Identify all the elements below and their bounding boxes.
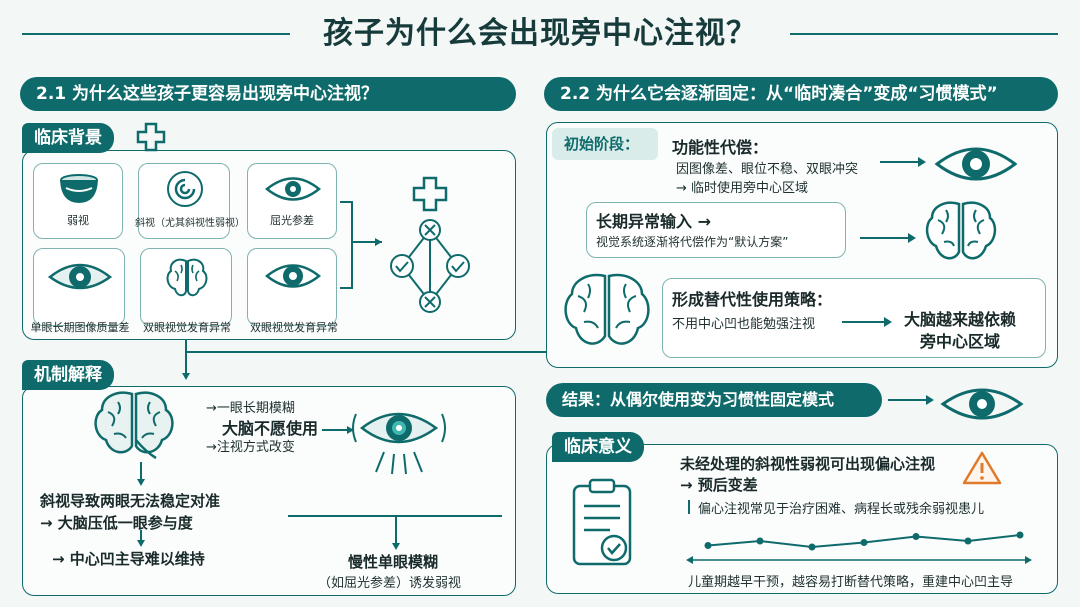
- stage2-title: 长期异常输入 →: [596, 212, 711, 231]
- bullet-bar: [688, 500, 690, 514]
- stage3-result-2: 旁中心区域: [920, 332, 1001, 351]
- right-arrow: [860, 233, 916, 243]
- slow-line-2: （如屈光参差）诱发弱视: [318, 576, 462, 591]
- trend-arrow-left: [686, 556, 693, 564]
- strab-line-3: → 中心凹主导难以维持: [52, 550, 205, 568]
- brain-icon: [564, 273, 650, 345]
- section-header-2-1: 2.1 为什么这些孩子更容易出现旁中心注视？: [20, 77, 516, 111]
- trend-arrow-right: [1025, 556, 1032, 564]
- card-anisometropia: 屈光参差: [247, 163, 337, 239]
- spiral-eye-icon: [167, 171, 203, 207]
- brain-icon: [166, 258, 208, 297]
- trend-point: [964, 537, 972, 545]
- bowl-icon: [60, 174, 98, 204]
- sig-line-2: → 预后变差: [680, 476, 758, 494]
- eye-scan-icon: [322, 412, 446, 475]
- trend-point: [1016, 531, 1024, 539]
- stage1-line-1: 因图像差、眼位不稳、双眼冲突: [676, 162, 859, 177]
- card-amblyopia: 弱视: [33, 163, 123, 239]
- clinical-significance-tag: 临床意义: [552, 432, 644, 462]
- trend-point: [756, 537, 764, 545]
- initial-stage-tag: 初始阶段：: [552, 128, 658, 160]
- down-arrow: [137, 530, 145, 547]
- warning-icon: [962, 451, 1002, 485]
- stage2-card: [586, 202, 846, 258]
- card-label: 单眼长期图像质量差: [30, 321, 130, 334]
- clipboard-icon: [572, 478, 632, 566]
- card-label: 双眼视觉发育异常: [250, 321, 338, 334]
- stage2-line: 视觉系统逐渐将代偿作为“默认方案”: [596, 235, 789, 249]
- trend-point: [704, 542, 712, 549]
- brain-icon: [94, 391, 174, 460]
- title-rule-left: [22, 33, 290, 35]
- brain-icon: [925, 201, 997, 260]
- causes-network-diagram: [340, 176, 470, 313]
- mech-line-1: →一眼长期模糊: [206, 401, 295, 416]
- result-header: 结果：从偶尔使用变为习惯性固定模式: [546, 383, 882, 417]
- card-label: 双眼视觉发育异常: [143, 321, 231, 334]
- down-arrow: [137, 462, 145, 486]
- strab-line-1: 斜视导致两眼无法稳定对准: [40, 492, 221, 510]
- right-arrow: [888, 395, 934, 405]
- eye-icon: [265, 177, 321, 201]
- trend-point: [808, 543, 816, 551]
- mechanism-tag: 机制解释: [22, 360, 114, 390]
- card-binocular-eye: 双眼视觉发育异常: [247, 248, 338, 334]
- sig-line-4: 儿童期越早干预，越容易打断替代策略，重建中心凹主导: [688, 575, 1014, 590]
- eye-icon: [265, 264, 321, 288]
- eye-icon: [934, 147, 1018, 181]
- card-label: 弱视: [67, 214, 89, 227]
- stage1-title: 功能性代偿：: [672, 138, 769, 157]
- eye-icon: [940, 388, 1024, 420]
- card-binocular-brain: 双眼视觉发育异常: [140, 248, 232, 334]
- card-strabismus: 斜视（尤其斜视性弱视）: [135, 163, 245, 239]
- stage3-result-1: 大脑越来越依赖: [904, 310, 1017, 329]
- title-rule-right: [790, 33, 1058, 35]
- trend-line-chart: [686, 531, 1032, 564]
- sig-line-3: 偏心注视常见于治疗困难、病程长或残余弱视患儿: [698, 502, 985, 517]
- stage3-title: 形成替代性使用策略：: [672, 290, 833, 309]
- medical-cross-icon: [136, 122, 166, 152]
- stage3-line: 不用中心凹也能勉强注视: [672, 317, 816, 332]
- slow-branch-connector: [288, 515, 502, 550]
- slow-line-1: 慢性单眼模糊: [348, 553, 439, 571]
- card-label: 屈光参差: [270, 214, 314, 227]
- section-header-2-2: 2.2 为什么它会逐渐固定：从“临时凑合”变成“习惯模式”: [544, 77, 1058, 111]
- eye-icon: [47, 263, 113, 290]
- page-title: 孩子为什么会出现旁中心注视？: [323, 16, 757, 51]
- stage3-card: [662, 278, 1046, 358]
- right-arrow: [880, 157, 926, 167]
- mech-line-2: 大脑不愿使用: [222, 419, 319, 438]
- right-arrow: [842, 317, 892, 327]
- stage1-line-2: → 临时使用旁中心区域: [676, 181, 809, 196]
- strab-line-2: → 大脑压低一眼参与度: [40, 514, 193, 532]
- card-poor-image: 单眼长期图像质量差: [31, 248, 130, 334]
- sig-line-1: 未经处理的斜视性弱视可出现偏心注视: [680, 455, 936, 473]
- trend-point: [912, 533, 920, 540]
- card-label: 斜视（尤其斜视性弱视）: [135, 218, 245, 229]
- clinical-background-tag: 临床背景: [22, 123, 114, 153]
- trend-point: [860, 539, 868, 546]
- mech-line-3: →注视方式改变: [206, 440, 295, 455]
